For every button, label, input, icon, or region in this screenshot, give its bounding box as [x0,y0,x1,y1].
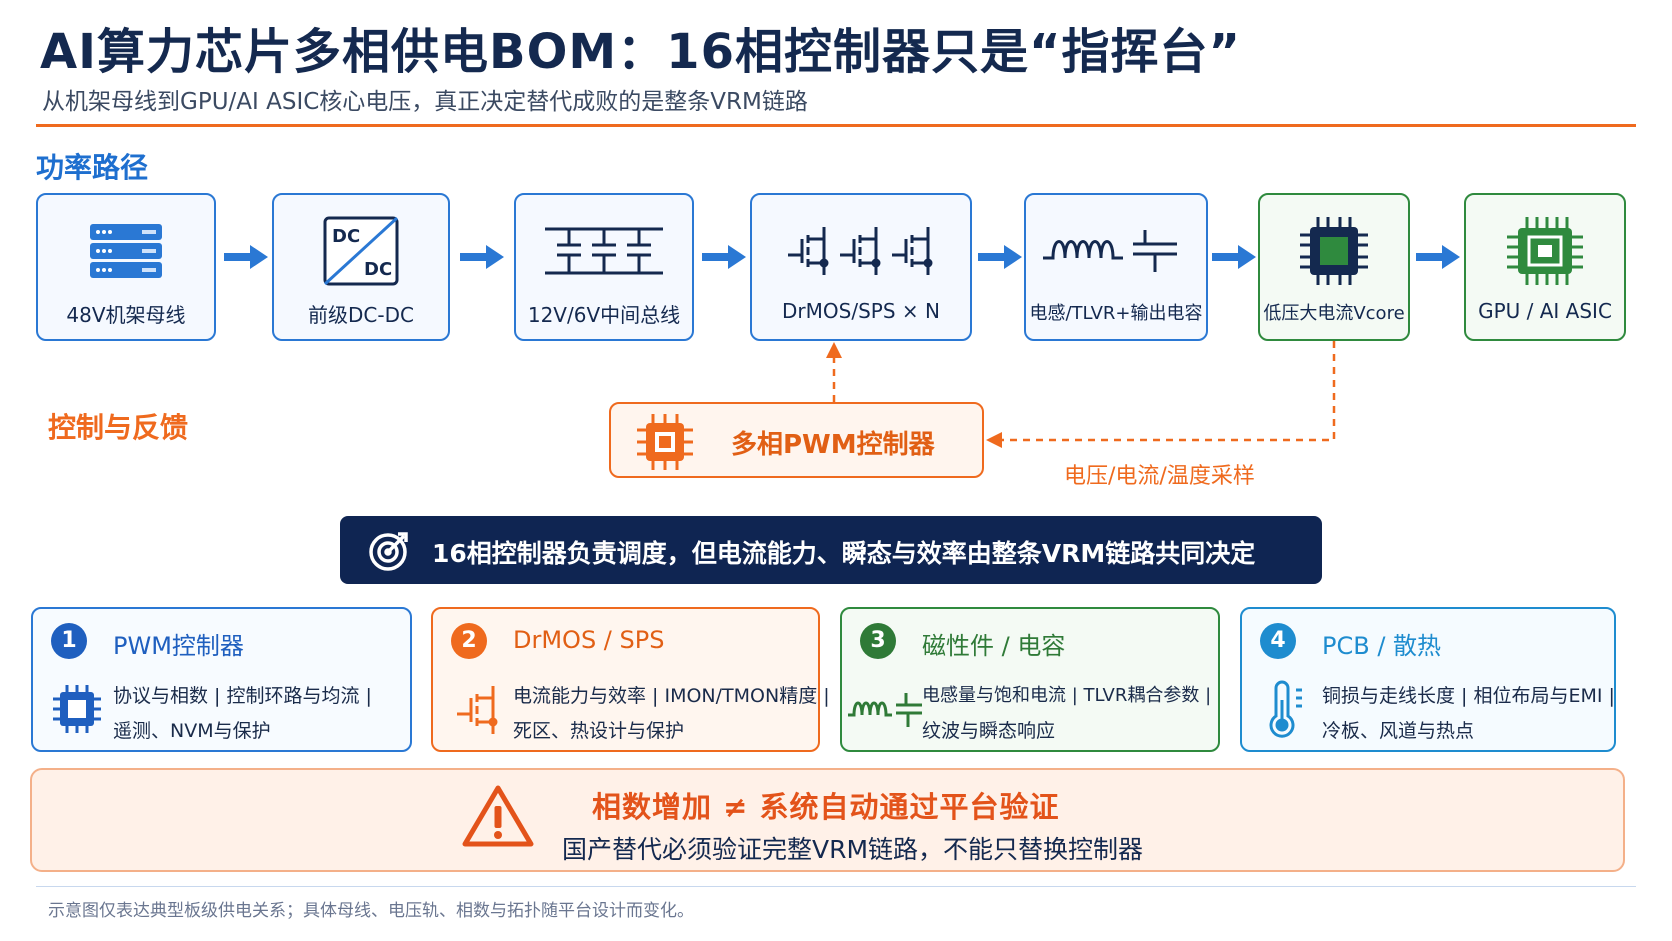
node-label: 电感/TLVR+输出电容 [1029,303,1203,324]
key-message-banner: 16相控制器负责调度，但电流能力、瞬态与效率由整条VRM链路共同决定 [340,516,1322,584]
card-pcb-thermal: 4 PCB / 散热 铜损与走线长度 | 相位布局与EMI | 冷板、风道与热点 [1240,607,1616,752]
section-control-feedback: 控制与反馈 [48,411,189,444]
card-drmos-sps: 2 DrMOS / SPS 电流能力与效率 | IMON/TMON精度 | 死区… [431,607,830,752]
chip-icon [47,681,107,737]
banner-text: 16相控制器负责调度，但电流能力、瞬态与效率由整条VRM链路共同决定 [432,539,1256,568]
card-number: 2 [451,623,487,659]
title-divider [36,124,1636,127]
node-drmos-sps: DrMOS/SPS × N [750,193,972,341]
card-magnetics-capacitors: 3 磁性件 / 电容 电感量与饱和电流 | TLVR耦合参数 | 纹波与瞬态响应 [840,607,1220,752]
flow-arrow [1416,245,1460,269]
card-title: 磁性件 / 电容 [922,632,1066,660]
node-label: GPU / AI ASIC [1478,299,1612,323]
server-rack-icon [38,213,214,289]
flow-arrow [702,245,746,269]
page-title: AI算力芯片多相供电BOM：16相控制器只是“指挥台” [40,24,1242,80]
card-line: 电感量与饱和电流 | TLVR耦合参数 | [922,685,1212,706]
node-label: 48V机架母线 [66,303,186,327]
node-front-dc-dc: DC DC 前级DC-DC [272,193,450,341]
node-label: 前级DC-DC [308,303,414,327]
node-gpu-asic: GPU / AI ASIC [1464,193,1626,341]
card-line: 死区、热设计与保护 [513,720,685,742]
dc-input-text: DC [332,226,360,247]
flow-arrow [460,245,504,269]
warning-box: 相数增加 ≠ 系统自动通过平台验证 国产替代必须验证完整VRM链路，不能只替换控… [30,768,1625,872]
controller-label: 多相PWM控制器 [731,430,935,460]
section-power-path: 功率路径 [36,151,149,184]
card-line: 电流能力与效率 | IMON/TMON精度 | [513,685,830,707]
card-number: 3 [860,623,896,659]
feedback-sampling-label: 电压/电流/温度采样 [1064,464,1255,489]
target-icon [368,530,410,576]
mosfet-array-icon [752,213,970,289]
card-line: 遥测、NVM与保护 [113,720,271,742]
warning-headline: 相数增加 ≠ 系统自动通过平台验证 [592,790,1060,824]
processor-icon [1466,213,1624,289]
footer-divider [36,886,1636,887]
card-line: 铜损与走线长度 | 相位布局与EMI | [1322,685,1615,707]
card-number: 4 [1260,623,1296,659]
card-line: 冷板、风道与热点 [1322,720,1475,742]
card-title: PCB / 散热 [1322,632,1442,660]
dc-dc-converter-icon: DC DC [274,213,448,289]
thermometer-icon [1256,680,1316,738]
node-vcore: 低压大电流Vcore [1258,193,1410,341]
card-line: 协议与相数 | 控制环路与均流 | [113,685,372,707]
flow-arrow [1212,245,1256,269]
node-inductor-capacitor: 电感/TLVR+输出电容 [1024,193,1208,341]
footnote: 示意图仅表达典型板级供电关系；具体母线、电压轨、相数与拓扑随平台设计而变化。 [48,901,694,921]
card-pwm-controller: 1 PWM控制器 协议与相数 | 控制环路与均流 | 遥测、NVM与保护 [31,607,412,752]
card-title: PWM控制器 [113,632,244,660]
mosfet-icon [447,681,507,737]
card-title: DrMOS / SPS [513,626,665,654]
warning-triangle-icon [462,784,534,852]
flow-arrow [224,245,268,269]
page-subtitle: 从机架母线到GPU/AI ASIC核心电压，真正决定替代成败的是整条VRM链路 [42,89,808,115]
warning-detail: 国产替代必须验证完整VRM链路，不能只替换控制器 [562,835,1144,864]
inductor-capacitor-icon [1026,213,1206,289]
controller-chip-icon [635,412,695,476]
node-label: DrMOS/SPS × N [782,299,940,323]
flow-arrow [978,245,1022,269]
node-label: 12V/6V中间总线 [527,303,681,327]
node-label: 低压大电流Vcore [1263,303,1405,324]
card-line: 纹波与瞬态响应 [922,720,1056,742]
node-intermediate-bus: 12V/6V中间总线 [514,193,694,341]
chip-icon [1260,213,1408,289]
pwm-controller-box: 多相PWM控制器 [609,402,984,478]
node-48v-rack-bus: 48V机架母线 [36,193,216,341]
inductor-capacitor-icon [846,681,926,737]
dc-output-text: DC [364,259,392,280]
bus-bar-icon [516,213,692,289]
card-number: 1 [51,623,87,659]
